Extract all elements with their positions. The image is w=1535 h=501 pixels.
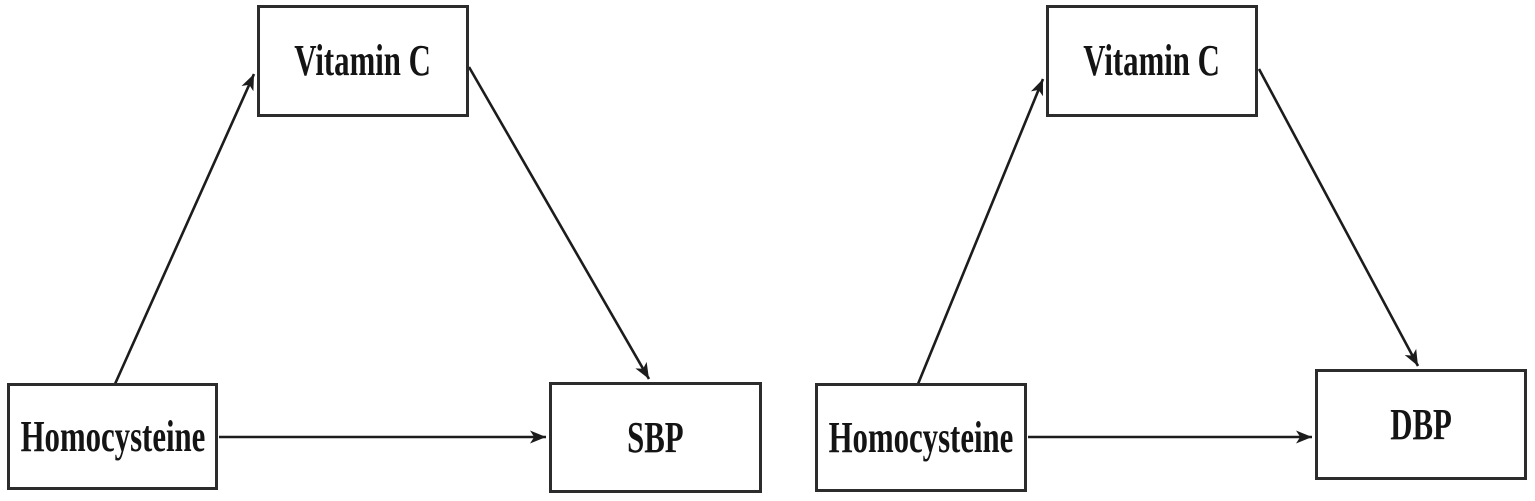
arrow-mediator-to-outcome-left xyxy=(467,66,651,380)
node-mediator-right: Vitamin C xyxy=(1046,5,1258,117)
arrow-mediator-to-outcome-right xyxy=(1257,68,1420,367)
node-outcome-right-label: DBP xyxy=(1390,399,1452,449)
node-outcome-left: SBP xyxy=(549,382,762,493)
node-mediator-right-label: Vitamin C xyxy=(1083,36,1221,85)
node-predictor-left: Homocysteine xyxy=(7,383,218,490)
node-mediator-left-label: Vitamin C xyxy=(294,36,432,85)
arrow-predictor-to-mediator-left xyxy=(113,73,256,385)
node-predictor-right-label: Homocysteine xyxy=(828,412,1014,462)
arrow-predictor-to-mediator-right xyxy=(916,78,1045,385)
node-outcome-left-label: SBP xyxy=(627,412,684,462)
node-mediator-left: Vitamin C xyxy=(257,5,469,117)
node-predictor-left-label: Homocysteine xyxy=(20,411,205,461)
node-outcome-right: DBP xyxy=(1315,369,1527,480)
node-predictor-right: Homocysteine xyxy=(815,383,1027,492)
